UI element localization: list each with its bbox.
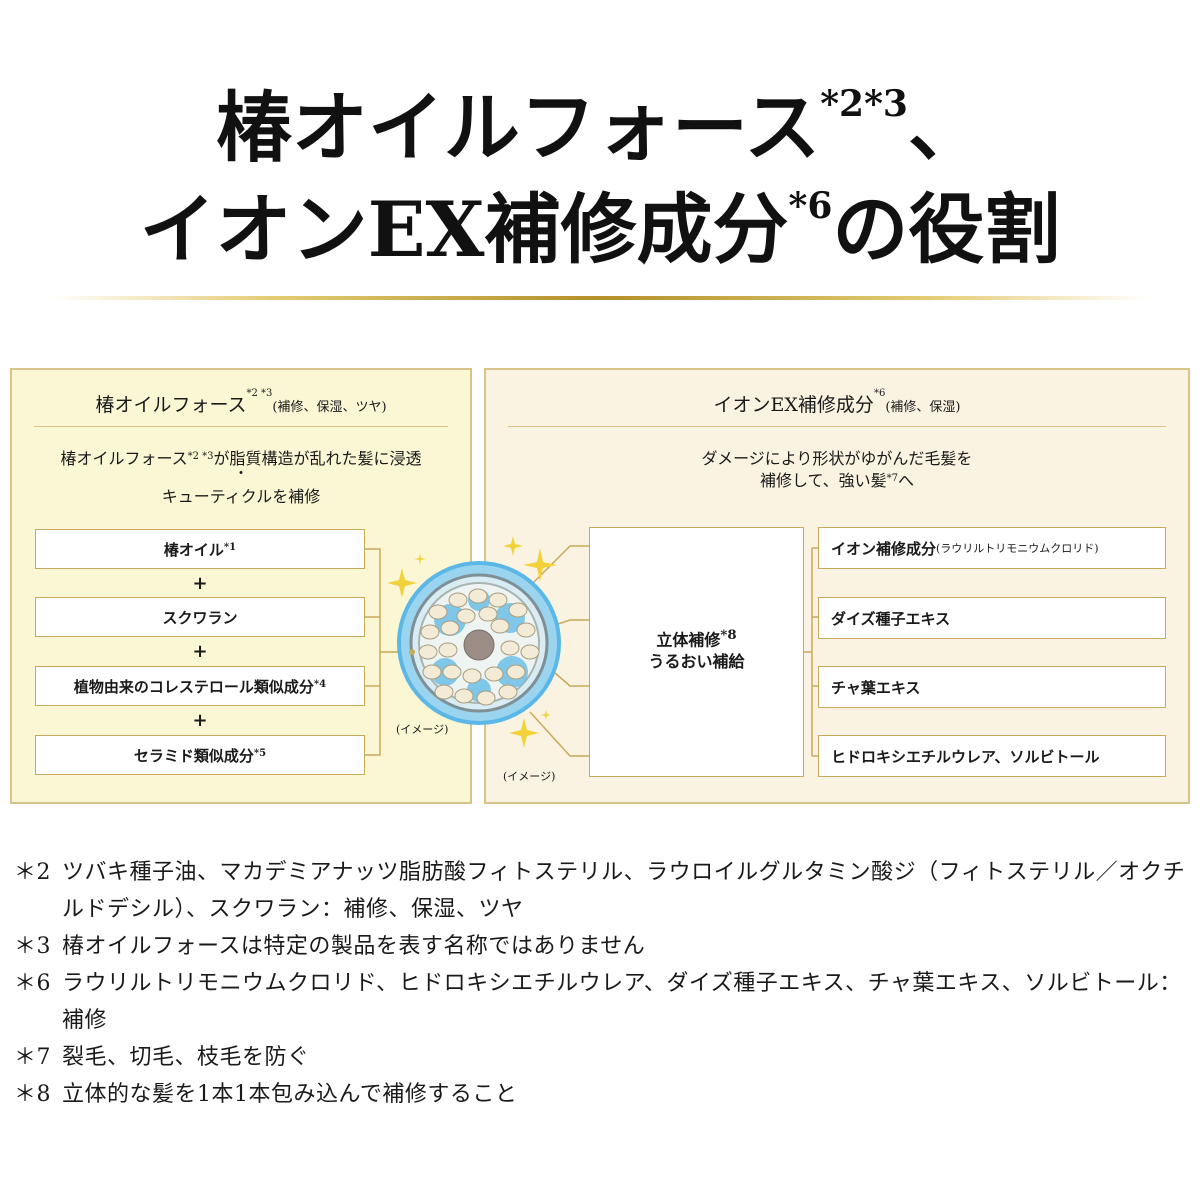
- left-panel-desc-dot: ・: [234, 466, 248, 482]
- ingredient-box-squalane: スクワラン: [35, 597, 365, 637]
- footnote-mark: ＊6: [14, 971, 51, 996]
- footnote-text: 立体的な髪を1本1本包み込んで補修すること: [62, 1082, 518, 1107]
- ingredient-sup: *4: [313, 678, 327, 690]
- right-panel-title: イオンEX補修成分*6(補修、保湿): [486, 388, 1188, 417]
- left-panel-title-sup: *2 *3: [246, 388, 273, 399]
- sparkle-icon: [523, 548, 557, 582]
- footnote-3: ＊3 椿オイルフォースは特定の製品を表す名称ではありません: [14, 928, 1194, 965]
- heading-line-1-text: 椿オイルフォース: [216, 83, 821, 172]
- left-desc-b: が脂質構造が乱れた髪に浸透: [213, 449, 422, 468]
- ingredient-box-ceramide-like: セラミド類似成分*5: [35, 735, 365, 775]
- ion-ingredient-label: ヒドロキシエチルウレア、ソルビトール: [831, 747, 1100, 766]
- ingredient-label: 椿オイル: [163, 540, 224, 559]
- right-desc-b: へ: [898, 471, 915, 490]
- right-panel-desc-line2: 補修して、強い髪*7へ: [486, 470, 1188, 492]
- ion-ingredient-box-hydroxyethylurea: ヒドロキシエチルウレア、ソルビトール: [818, 735, 1166, 777]
- heading-line-1-end: 、: [907, 83, 984, 172]
- footnote-mark: ＊2: [14, 860, 51, 885]
- ion-ingredient-box-tea-leaf: チャ葉エキス: [818, 666, 1166, 708]
- ingredient-box-cholesterol-like: 植物由来のコレステロール類似成分*4: [35, 666, 365, 706]
- center-line1-sup: *8: [720, 627, 737, 643]
- heading-line-2-sup: *6: [788, 185, 833, 227]
- sparkle-icon: [414, 553, 426, 565]
- right-panel-rule: [508, 426, 1166, 427]
- heading-line-2-end: の役割: [832, 185, 1061, 274]
- footnote-7: ＊7 裂毛、切毛、枝毛を防ぐ: [14, 1039, 1194, 1076]
- heading-line-1-sup: *2*3: [820, 83, 908, 125]
- heading-line-1: 椿オイルフォース*2*3、: [0, 86, 1200, 166]
- right-panel-title-text: イオンEX補修成分: [713, 394, 874, 416]
- sparkle-icon: [503, 536, 523, 556]
- ion-ingredient-box-ion-repair: イオン補修成分(ラウリルトリモニウムクロリド): [818, 527, 1166, 569]
- footnote-text: ツバキ種子油、マカデミアナッツ脂肪酸フィトステリル、ラウロイルグルタミン酸ジ（フ…: [62, 860, 1186, 922]
- ingredient-label: セラミド類似成分: [133, 746, 254, 765]
- heading-line-2: イオンEX補修成分*6の役割: [0, 188, 1200, 268]
- left-desc-sup: *2 *3: [187, 451, 214, 462]
- footnote-6: ＊6 ラウリルトリモニウムクロリド、ヒドロキシエチルウレア、ダイズ種子エキス、チ…: [14, 965, 1194, 1039]
- sparkle-icon: [509, 718, 539, 748]
- plus-sign: +: [192, 710, 208, 731]
- left-image-caption: (イメージ): [396, 723, 449, 736]
- ingredient-sup: *5: [253, 747, 267, 759]
- ion-ingredient-label: ダイズ種子エキス: [831, 609, 951, 628]
- ion-ingredient-note: (ラウリルトリモニウムクロリド): [936, 542, 1099, 555]
- footnote-text: 椿オイルフォースは特定の製品を表す名称ではありません: [62, 934, 646, 959]
- footnote-2: ＊2 ツバキ種子油、マカデミアナッツ脂肪酸フィトステリル、ラウロイルグルタミン酸…: [14, 854, 1194, 928]
- footnote-mark: ＊3: [14, 934, 51, 959]
- footnote-8: ＊8 立体的な髪を1本1本包み込んで補修すること: [14, 1076, 1194, 1113]
- right-desc-a: 補修して、強い髪: [759, 471, 887, 490]
- footnote-text: 裂毛、切毛、枝毛を防ぐ: [62, 1045, 310, 1070]
- center-line2: うるおい補給: [648, 652, 745, 672]
- sparkle-icons: [387, 536, 557, 748]
- sparkle-icon: [541, 710, 551, 720]
- left-desc-a: 椿オイルフォース: [60, 449, 188, 468]
- heading-line-2-text: イオンEX補修成分: [139, 185, 789, 274]
- hair-cross-section-illustration: [397, 561, 561, 725]
- sparkle-icon: [387, 568, 417, 598]
- left-panel-title: 椿オイルフォース*2 *3(補修、保湿、ツヤ): [12, 388, 470, 417]
- ion-ingredient-label: チャ葉エキス: [831, 678, 921, 697]
- plus-sign: +: [192, 641, 208, 662]
- right-panel-title-sup: *6: [873, 388, 886, 399]
- ion-ingredient-box-soybean: ダイズ種子エキス: [818, 597, 1166, 639]
- footnote-mark: ＊7: [14, 1045, 51, 1070]
- footnotes: ＊2 ツバキ種子油、マカデミアナッツ脂肪酸フィトステリル、ラウロイルグルタミン酸…: [14, 854, 1194, 1113]
- left-panel-title-text: 椿オイルフォース: [95, 394, 247, 416]
- ingredient-sup: *1: [223, 541, 237, 553]
- ingredient-box-camellia-oil: 椿オイル*1: [35, 529, 365, 569]
- repair-center-box: 立体補修*8 うるおい補給: [589, 527, 804, 777]
- left-panel-desc-line1: 椿オイルフォース*2 *3が脂質構造が乱れた髪に浸透: [12, 448, 470, 470]
- gold-divider: [50, 296, 1150, 300]
- footnote-mark: ＊8: [14, 1082, 51, 1107]
- right-image-caption: (イメージ): [503, 770, 556, 783]
- right-panel-desc-line1: ダメージにより形状がゆがんだ毛髪を: [701, 449, 973, 468]
- plus-sign: +: [192, 573, 208, 594]
- ingredient-label: スクワラン: [162, 608, 238, 627]
- left-panel-desc-line2: キューティクルを補修: [161, 487, 321, 506]
- right-desc-sup: *7: [886, 473, 899, 484]
- ingredient-label: 植物由来のコレステロール類似成分: [73, 677, 314, 696]
- center-line1: 立体補修: [656, 630, 721, 650]
- right-panel-title-note: (補修、保湿): [885, 400, 961, 415]
- left-panel-rule: [34, 426, 448, 427]
- footnote-text: ラウリルトリモニウムクロリド、ヒドロキシエチルウレア、ダイズ種子エキス、チャ葉エ…: [62, 971, 1182, 1033]
- right-fan-lines: [529, 545, 818, 757]
- ion-ingredient-label: イオン補修成分: [831, 539, 937, 558]
- repair-center-text: 立体補修*8 うるおい補給: [590, 624, 803, 673]
- left-panel-title-note: (補修、保湿、ツヤ): [272, 400, 387, 415]
